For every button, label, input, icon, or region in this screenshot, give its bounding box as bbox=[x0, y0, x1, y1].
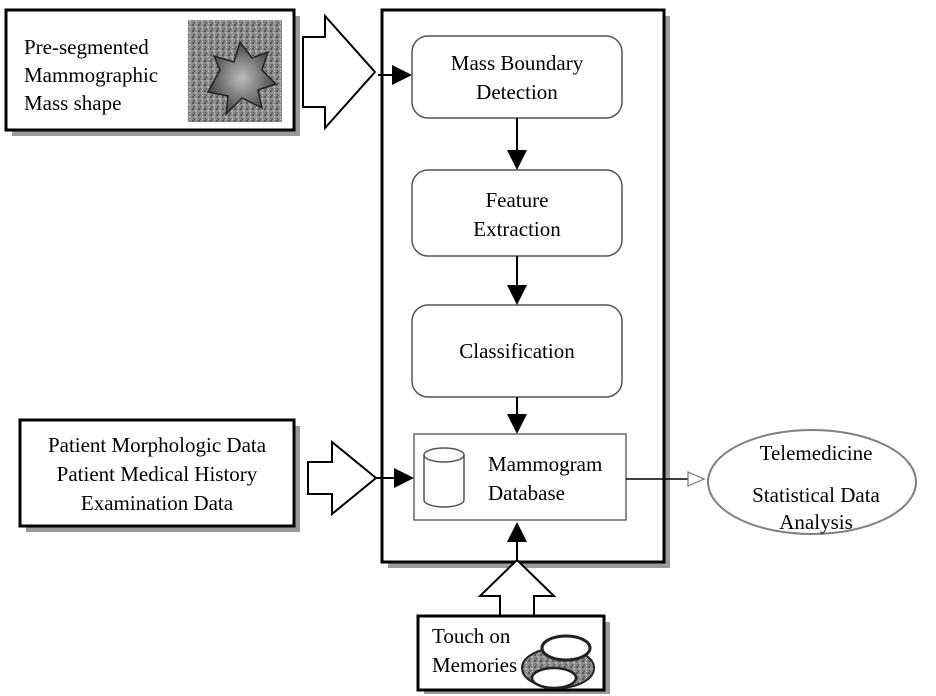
patient-line-1: Patient Morphologic Data bbox=[47, 433, 267, 457]
output-line-3: Statistical Data bbox=[752, 483, 880, 507]
output-line-1: Telemedicine bbox=[759, 441, 873, 465]
touch-memory-button-icon bbox=[521, 634, 595, 690]
arrow-to-output-head bbox=[687, 471, 706, 487]
boundary-label-1: Mass Boundary bbox=[450, 51, 584, 75]
hollow-arrow-touch bbox=[477, 558, 557, 617]
input-mass-line-1: Pre-segmented bbox=[24, 35, 149, 59]
database-label-2: Database bbox=[488, 481, 565, 505]
classification-label: Classification bbox=[459, 339, 575, 363]
touch-line-2: Memories bbox=[432, 653, 518, 677]
mass-shape bbox=[206, 40, 278, 117]
database-label-1: Mammogram bbox=[488, 452, 603, 476]
features-label-1: Feature bbox=[485, 188, 549, 212]
hollow-arrow-mass bbox=[302, 13, 377, 131]
input-mass-line-3: Mass shape bbox=[24, 91, 122, 115]
input-mass-line-2: Mammographic bbox=[24, 63, 159, 87]
touch-line-1: Touch on bbox=[432, 624, 511, 648]
database-cylinder-icon bbox=[423, 447, 465, 508]
boundary-label-2: Detection bbox=[476, 80, 558, 104]
output-line-4: Analysis bbox=[779, 510, 853, 534]
patient-line-3: Examination Data bbox=[80, 491, 234, 515]
output-ellipse bbox=[707, 429, 917, 535]
hollow-arrow-patient bbox=[307, 439, 378, 517]
patient-data-box bbox=[18, 418, 300, 532]
touch-memories-box bbox=[416, 614, 610, 694]
patient-line-2: Patient Medical History bbox=[56, 462, 258, 486]
features-label-2: Extraction bbox=[473, 217, 561, 241]
input-mass-box bbox=[4, 8, 300, 136]
